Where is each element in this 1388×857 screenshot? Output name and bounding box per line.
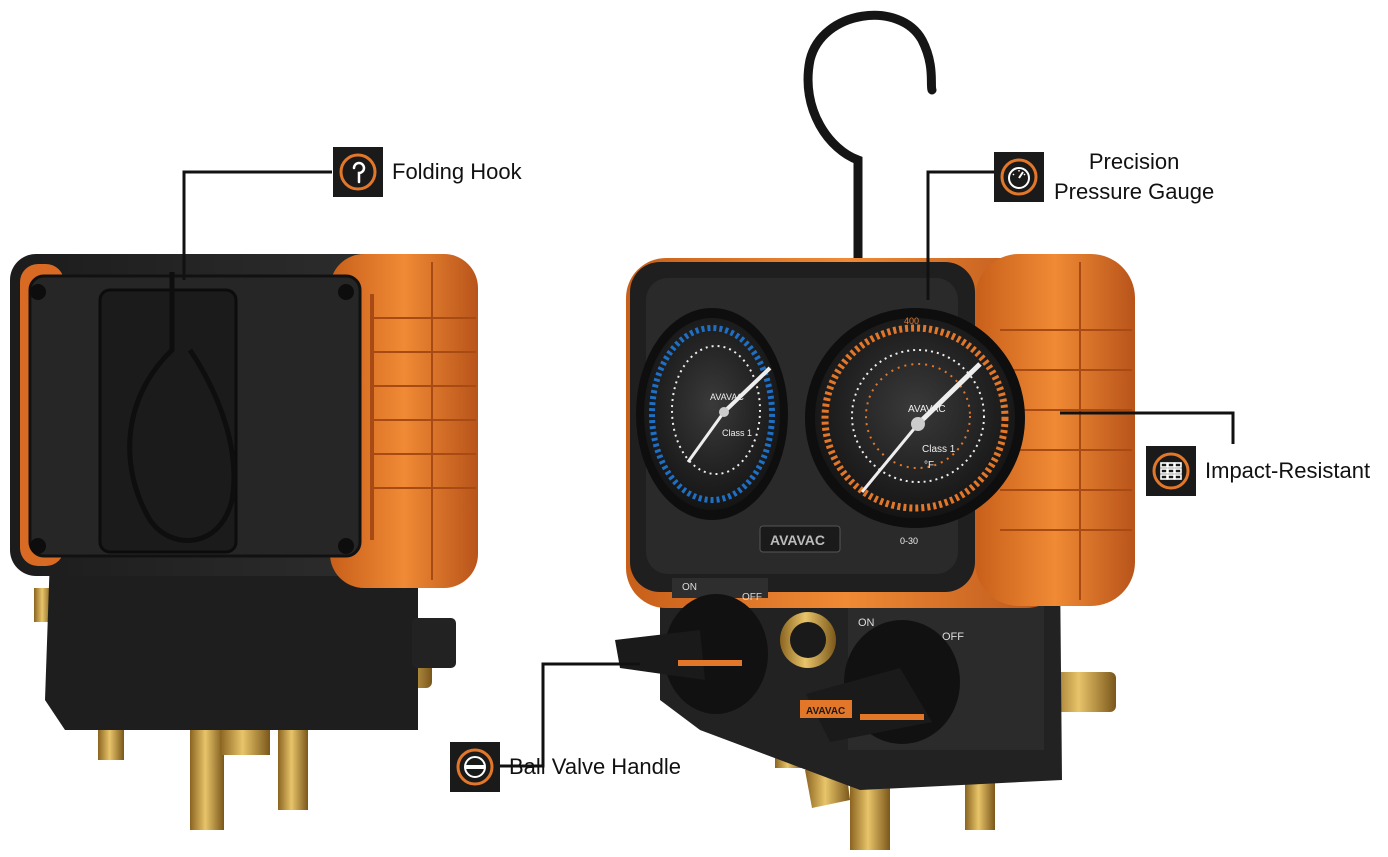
callout-label: Ball Valve Handle bbox=[509, 754, 682, 779]
front-logo: AVAVAC bbox=[770, 532, 825, 548]
svg-text:AVAVAC: AVAVAC bbox=[806, 706, 845, 717]
left-valve-knob: ON OFF bbox=[615, 578, 768, 714]
leader-pressure-gauge bbox=[926, 170, 994, 300]
svg-text:AVAVAC: AVAVAC bbox=[710, 392, 744, 402]
svg-text:0-30: 0-30 bbox=[900, 536, 918, 546]
callout-impact-resistant: Impact-Resistant bbox=[1146, 446, 1370, 496]
svg-text:ON: ON bbox=[682, 582, 697, 593]
manifold-front-view: Class 1 AVAVAC Class 1 AVAVAC °F 400 0-3… bbox=[615, 10, 1135, 850]
svg-text:Class 1: Class 1 bbox=[722, 428, 752, 438]
manifold-rear-view bbox=[10, 254, 478, 830]
low-pressure-gauge: Class 1 AVAVAC bbox=[636, 308, 788, 520]
svg-text:AVAVAC: AVAVAC bbox=[908, 404, 946, 415]
callout-label: Folding Hook bbox=[392, 159, 522, 184]
svg-text:°F: °F bbox=[924, 460, 934, 471]
hanging-hook bbox=[803, 10, 937, 267]
svg-text:ON: ON bbox=[858, 617, 875, 629]
leader-folding-hook bbox=[182, 170, 332, 280]
callout-label: Precision Pressure Gauge bbox=[1054, 147, 1214, 207]
callout-precision-pressure-gauge: Precision Pressure Gauge bbox=[994, 147, 1214, 207]
callout-label-line-1: Precision bbox=[1088, 149, 1180, 174]
callout-label-line-2: Pressure Gauge bbox=[1054, 179, 1215, 204]
valve-handle-icon bbox=[450, 742, 500, 792]
svg-text:400: 400 bbox=[904, 316, 919, 326]
hook-icon bbox=[333, 147, 383, 197]
callout-label: Impact-Resistant bbox=[1205, 458, 1371, 483]
callout-folding-hook: Folding Hook bbox=[333, 147, 522, 197]
gauge-icon bbox=[994, 152, 1044, 202]
high-pressure-gauge: Class 1 AVAVAC °F 400 0-30 bbox=[805, 308, 1025, 546]
shield-grid-icon bbox=[1146, 446, 1196, 496]
svg-text:OFF: OFF bbox=[942, 631, 964, 643]
svg-text:Class 1: Class 1 bbox=[922, 444, 956, 455]
callout-ball-valve-handle: Ball Valve Handle bbox=[450, 742, 681, 792]
svg-text:OFF: OFF bbox=[742, 592, 762, 603]
leader-impact-resistant bbox=[1060, 411, 1235, 444]
right-valve-knob: ON OFF AVAVAC bbox=[800, 617, 964, 744]
